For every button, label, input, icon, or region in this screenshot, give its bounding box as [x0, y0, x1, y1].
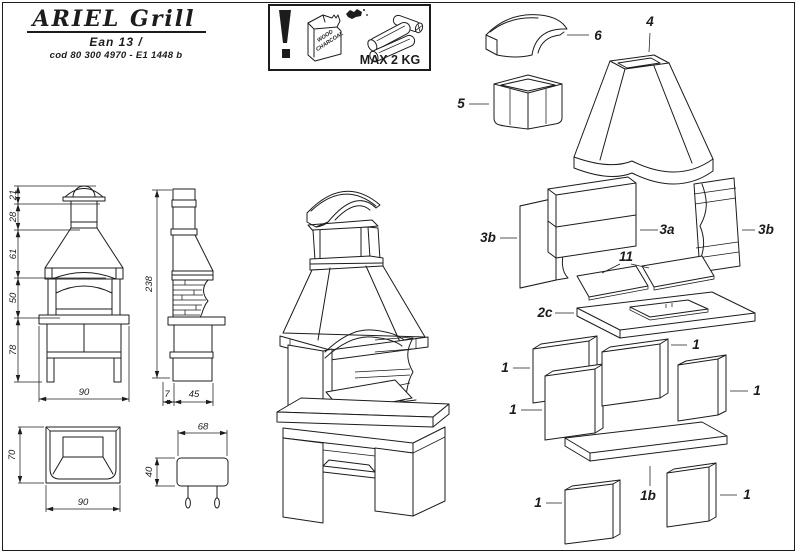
3d-firebox-arch — [324, 329, 405, 359]
3d-chimney-cap — [306, 190, 381, 233]
3d-base — [282, 426, 446, 524]
exclamation-icon — [279, 10, 291, 58]
grate-detail-drawing: 68 40 — [144, 422, 229, 509]
label-part-1-d: 1 — [753, 383, 761, 398]
part-1-panel-front-left: 1 — [509, 363, 604, 441]
front-tabletop — [38, 314, 130, 325]
part-1-panel-middle: 1 — [601, 337, 700, 407]
label-part-3b-left: 3b — [480, 230, 496, 245]
3d-tabletop — [276, 397, 450, 428]
part-1b-bottom-shelf: 1b — [564, 421, 728, 503]
side-tabletop — [167, 316, 226, 326]
warning-graphics: WOOD CHARCOAL — [279, 9, 424, 67]
part-11-grates: 11 — [576, 249, 715, 301]
dim-50: 50 — [8, 292, 19, 303]
dim-90-front: 90 — [79, 387, 90, 398]
front-firebox-arch — [55, 285, 113, 294]
3d-base-side — [412, 426, 446, 517]
front-height-dimension-chain: 21 28 61 50 78 — [8, 185, 106, 383]
part-3b-side-panel-right: 3b — [693, 177, 774, 273]
part-1-panel-right: 1 — [677, 354, 761, 422]
label-part-5: 5 — [457, 96, 465, 111]
front-elevation-drawing: 21 28 61 50 78 90 — [8, 185, 130, 402]
front-brick-pillar-right — [111, 278, 121, 316]
3d-base-shelf — [322, 459, 376, 479]
dim-78: 78 — [8, 344, 19, 355]
part-3a-back-panel: 3a — [547, 176, 675, 259]
label-part-1b: 1b — [640, 488, 656, 503]
3d-base-leg-right — [374, 447, 414, 517]
grate-width-dimension: 68 — [177, 422, 228, 456]
side-brick-column — [172, 279, 209, 318]
label-part-3b-right: 3b — [758, 222, 774, 237]
part-1-panel-bottom-left: 1 — [534, 479, 621, 545]
part-2c-hearth-slab: 2c — [536, 291, 756, 339]
side-total-height-dimension: 238 — [144, 189, 172, 379]
assembled-3d-view — [276, 190, 450, 524]
wood-logs-icon — [367, 14, 424, 63]
part-6-chimney-cap: 6 — [485, 14, 602, 58]
front-elevation-outline — [38, 185, 130, 383]
dim-7: 7 — [164, 389, 170, 400]
plan-depth-dimension: 70 — [7, 426, 44, 484]
dim-45: 45 — [189, 389, 200, 400]
3d-chimney-neck — [309, 226, 384, 271]
label-part-1-b: 1 — [509, 402, 517, 417]
side-leg — [172, 357, 213, 382]
charcoal-lumps-icon — [346, 9, 362, 19]
dim-90-plan: 90 — [78, 497, 89, 508]
grill-grate-icon — [176, 457, 229, 509]
front-leg-left — [46, 357, 55, 383]
3d-base-leg-left — [282, 437, 324, 524]
dim-21: 21 — [8, 190, 19, 202]
exploded-view: 6 4 5 3b 3a — [457, 14, 774, 545]
front-grate-strip — [55, 308, 113, 316]
dim-238: 238 — [144, 275, 155, 293]
plan-view-outline — [45, 426, 121, 484]
front-brick-pillar-left — [47, 278, 57, 316]
plan-width-dimension: 90 — [45, 485, 121, 512]
label-part-6: 6 — [594, 28, 602, 43]
front-leg-right — [113, 357, 122, 383]
plan-view-drawing: 70 90 — [7, 426, 121, 512]
plan-firebox-recess — [62, 436, 104, 458]
dim-28: 28 — [8, 211, 19, 223]
label-part-3a: 3a — [659, 222, 675, 237]
side-elevation-outline — [167, 188, 226, 382]
dim-70: 70 — [7, 449, 18, 460]
label-part-1-e: 1 — [534, 495, 542, 510]
label-part-1-f: 1 — [743, 487, 751, 502]
label-part-1-a: 1 — [501, 360, 509, 375]
front-width-dimension: 90 — [38, 326, 130, 402]
title-block: ARIEL Grill Ean 13 / cod 80 300 4970 - E… — [26, 7, 206, 62]
charcoal-bag-icon: WOOD CHARCOAL — [307, 9, 368, 62]
part-5-flue-box: 5 — [457, 74, 563, 130]
dim-61: 61 — [8, 249, 19, 260]
product-title: ARIEL Grill — [26, 7, 206, 34]
label-part-11: 11 — [619, 249, 633, 264]
side-elevation-drawing: 238 7 45 — [144, 188, 226, 406]
label-part-4: 4 — [645, 14, 654, 29]
grate-depth-dimension: 40 — [144, 457, 175, 487]
side-depth-dimensions: 7 45 — [162, 382, 214, 406]
label-part-1-c: 1 — [692, 337, 700, 352]
label-part-2c: 2c — [536, 305, 553, 320]
max-load-label: MAX 2 KG — [360, 53, 420, 67]
dim-40: 40 — [144, 466, 155, 477]
dim-68: 68 — [198, 422, 209, 433]
charcoal-warning-box: WOOD CHARCOAL — [268, 4, 431, 71]
ean-line: Ean 13 / — [89, 35, 143, 50]
3d-hood — [279, 265, 429, 361]
part-1-panel-bottom-right: 1 — [666, 462, 751, 528]
part-4-hood: 4 — [573, 14, 714, 185]
product-code-line: cod 80 300 4970 - E1 1448 b — [49, 50, 183, 62]
